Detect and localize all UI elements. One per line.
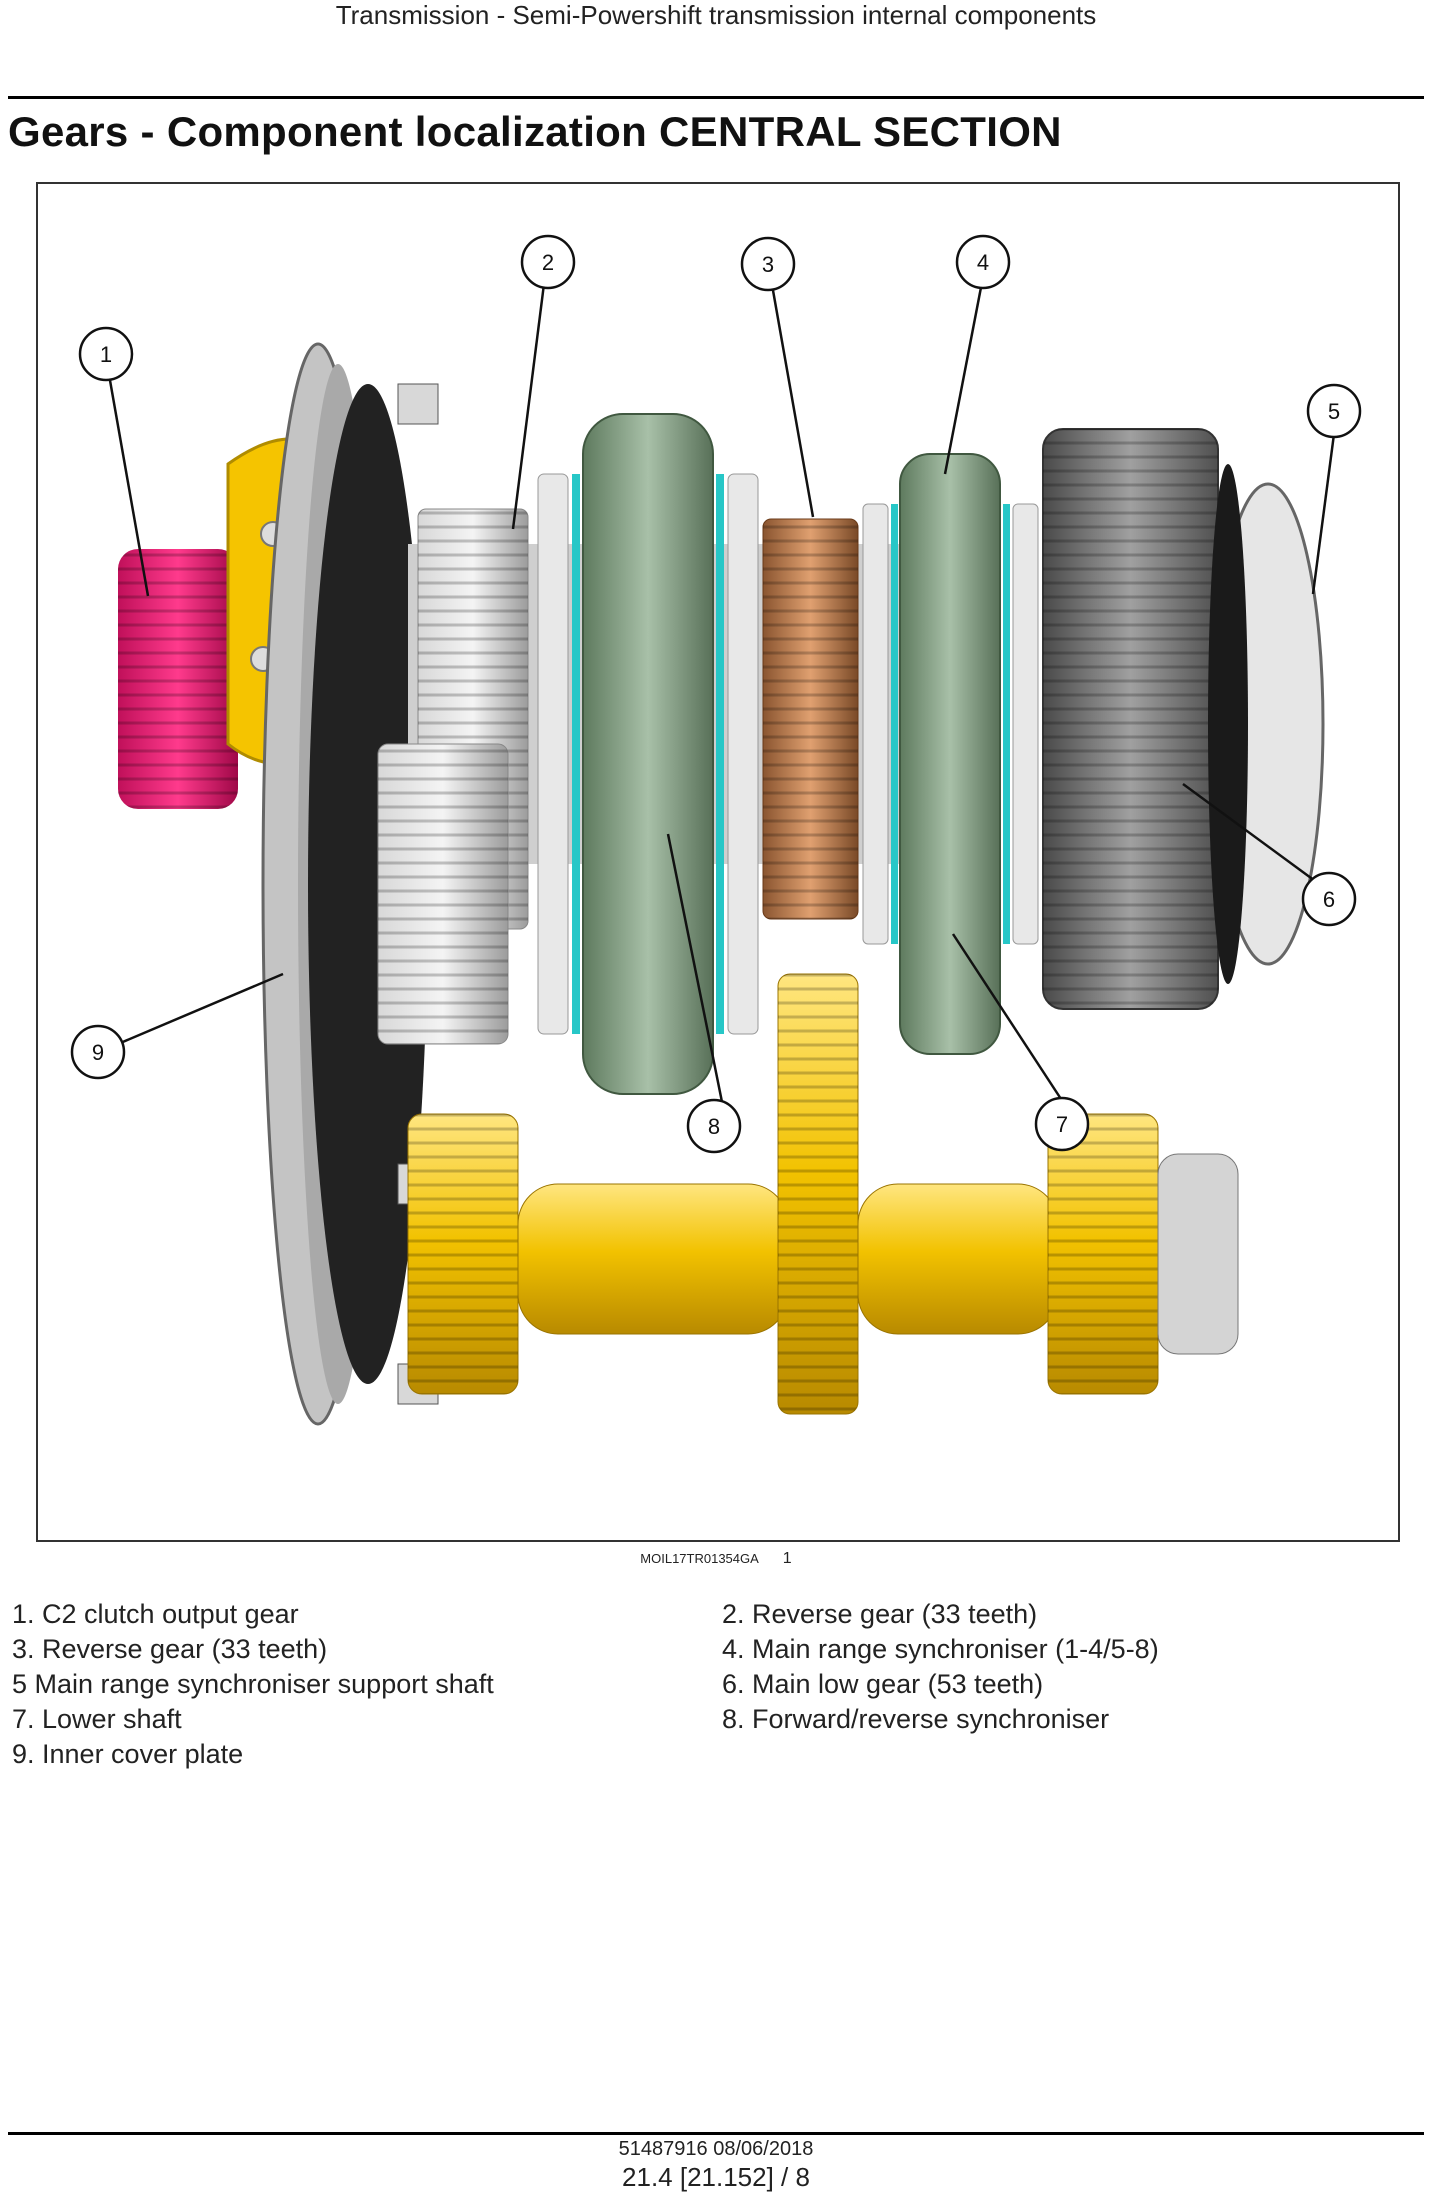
svg-text:5: 5 (1328, 399, 1340, 424)
footer-page-ref: 21.4 [21.152] / 8 (622, 2162, 810, 2192)
legend-item: 7. Lower shaft (12, 1704, 182, 1734)
callout-5: 5 (1306, 383, 1362, 439)
legend-item: 2. Reverse gear (33 teeth) (722, 1599, 1038, 1629)
svg-text:4: 4 (977, 250, 989, 275)
legend-item: 5 Main range synchroniser support shaft (12, 1669, 494, 1699)
page-title: Gears - Component localization CENTRAL S… (8, 108, 1062, 155)
callout-2: 2 (520, 234, 576, 290)
lower-shaft (407, 973, 1239, 1415)
leader-lines (106, 275, 1336, 1103)
footer-document-ref: 51487916 08/06/2018 (618, 2138, 814, 2160)
callout-7: 7 (1034, 1096, 1090, 1152)
svg-text:2: 2 (542, 250, 554, 275)
c2-clutch-output-gear (118, 549, 238, 809)
svg-text:1: 1 (100, 342, 112, 367)
svg-text:8: 8 (708, 1114, 720, 1139)
svg-text:6: 6 (1323, 887, 1335, 912)
lower-left-silver-gear (377, 743, 509, 1045)
figure-illustration: 1 2 3 4 5 6 7 8 9 (36, 182, 1400, 1542)
reverse-gear-3 (762, 518, 859, 920)
header-rule (8, 96, 1424, 99)
section-header: Transmission - Semi-Powershift transmiss… (335, 0, 1097, 30)
svg-text:9: 9 (92, 1040, 104, 1065)
legend-item: 4. Main range synchroniser (1-4/5-8) (722, 1634, 1159, 1664)
support-shaft (1208, 464, 1325, 984)
callout-8: 8 (686, 1098, 742, 1154)
callout-1: 1 (78, 326, 134, 382)
callout-6: 6 (1301, 871, 1357, 927)
forward-reverse-synchroniser (537, 413, 759, 1095)
callout-4: 4 (955, 234, 1011, 290)
legend-item: 1. C2 clutch output gear (12, 1599, 299, 1629)
footer-rule (8, 2132, 1424, 2135)
svg-text:3: 3 (762, 252, 774, 277)
gear-assembly-drawing: 1 2 3 4 5 6 7 8 9 (70, 234, 1362, 1426)
svg-text:7: 7 (1056, 1112, 1068, 1137)
main-low-gear (1042, 428, 1219, 1010)
legend-item: 9. Inner cover plate (12, 1739, 244, 1769)
callout-9: 9 (70, 1024, 126, 1080)
callout-3: 3 (740, 236, 796, 292)
legend-item: 8. Forward/reverse synchroniser (722, 1704, 1110, 1734)
legend-item: 6. Main low gear (53 teeth) (722, 1669, 1044, 1699)
figure-caption: MOIL17TR01354GA 1 (0, 1550, 1432, 1568)
figure-number: 1 (782, 1550, 792, 1567)
image-code: MOIL17TR01354GA (640, 1551, 759, 1566)
main-range-synchroniser (862, 453, 1039, 1055)
legend-item: 3. Reverse gear (33 teeth) (12, 1634, 328, 1664)
